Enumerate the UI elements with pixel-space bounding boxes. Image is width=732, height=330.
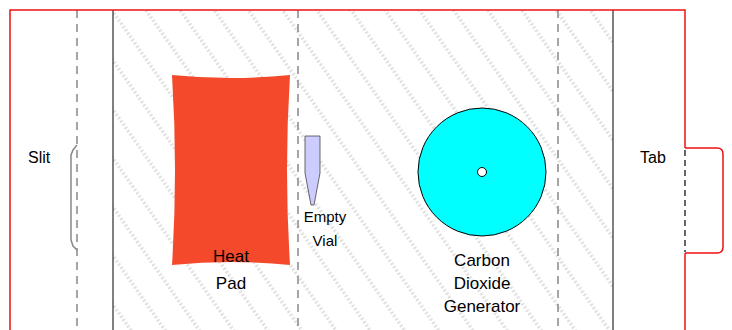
item-label: Empty Vial [304,205,347,253]
tab-outline [685,148,723,253]
slit-line [71,145,77,250]
fold-line [76,10,78,330]
fold-line [297,10,299,330]
hatching [113,10,613,330]
cut-outline [684,253,686,330]
edge-line [613,10,614,330]
vial: Empty Vial [300,133,350,255]
tab-fold [684,150,685,252]
co2-generator: Carbon Dioxide Generator [414,106,550,321]
item-label: Carbon Dioxide Generator [444,249,521,318]
heat-pad: Heat Pad [165,72,297,322]
heat-pad-shape [172,75,290,265]
generator-hole [478,168,487,177]
tab-label: Tab [640,148,666,168]
fold-line [557,10,559,330]
generator-disc [418,108,546,236]
item-label: Heat Pad [213,243,249,297]
slit-label: Slit [28,148,50,168]
cut-outline [10,10,685,330]
vial-shape [305,136,320,205]
edge-line [113,10,114,330]
